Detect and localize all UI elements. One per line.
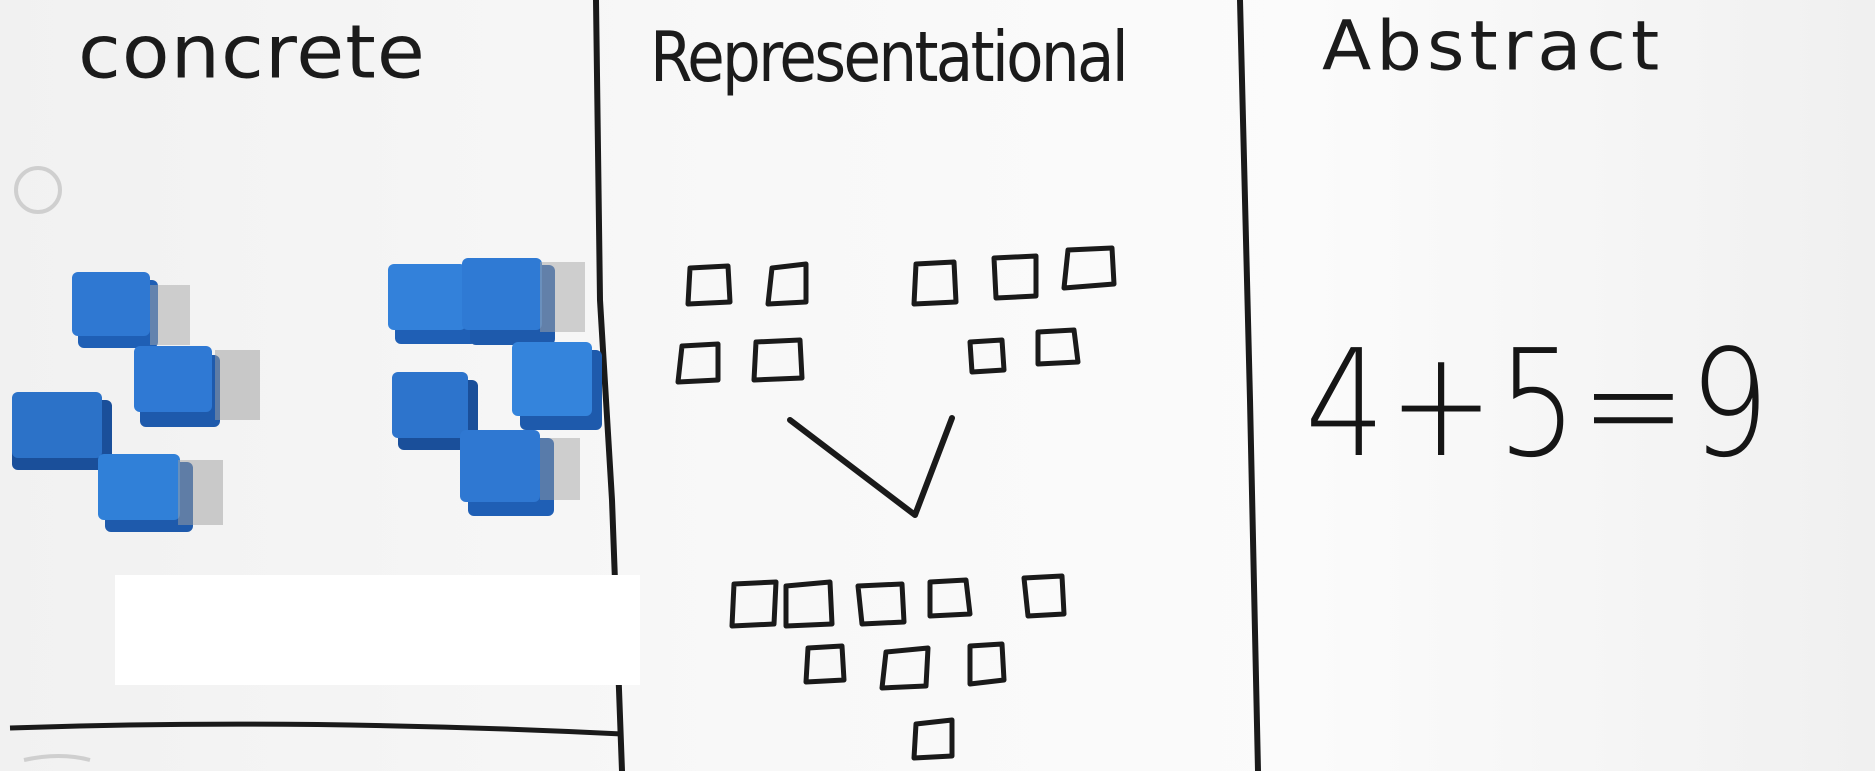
- square-drawing: [1064, 248, 1114, 288]
- cube-group-five: [388, 258, 602, 516]
- square-drawing: [914, 262, 956, 304]
- squares-group-four: [678, 264, 806, 382]
- cube-icon: [134, 346, 260, 427]
- bottom-rule-line: [10, 724, 622, 734]
- squares-group-five: [914, 248, 1114, 372]
- square-drawing: [1024, 576, 1064, 616]
- cube-icon: [98, 454, 223, 532]
- edge-scribble: [24, 756, 90, 760]
- pin-mark: [16, 168, 60, 212]
- cube-icon: [12, 392, 112, 470]
- cube-group-four: [12, 272, 260, 532]
- square-drawing: [970, 340, 1004, 372]
- square-drawing: [768, 264, 806, 304]
- square-drawing: [858, 584, 904, 624]
- heading-representational: Representational: [650, 18, 1126, 99]
- square-drawing: [994, 256, 1036, 298]
- combine-check-mark: [790, 418, 952, 515]
- square-drawing: [678, 344, 718, 382]
- heading-concrete: concrete: [78, 10, 426, 96]
- square-drawing: [806, 646, 844, 682]
- blank-sticky-patch: [115, 575, 640, 685]
- divider-line-right: [1240, 0, 1258, 771]
- square-drawing: [970, 644, 1004, 684]
- cube-icon: [460, 430, 580, 516]
- squares-group-nine: [732, 576, 1064, 758]
- square-drawing: [688, 266, 730, 304]
- cube-icon: [72, 272, 190, 348]
- cube-icon: [512, 342, 602, 430]
- square-drawing: [786, 582, 832, 626]
- cube-icon: [462, 258, 585, 345]
- square-drawing: [882, 648, 928, 688]
- square-drawing: [754, 340, 802, 380]
- square-drawing: [914, 720, 952, 758]
- square-drawing: [930, 580, 970, 616]
- square-drawing: [1038, 330, 1078, 364]
- addition-equation: 4+5=9: [1305, 318, 1773, 490]
- heading-abstract: Abstract: [1322, 6, 1664, 86]
- square-drawing: [732, 582, 776, 626]
